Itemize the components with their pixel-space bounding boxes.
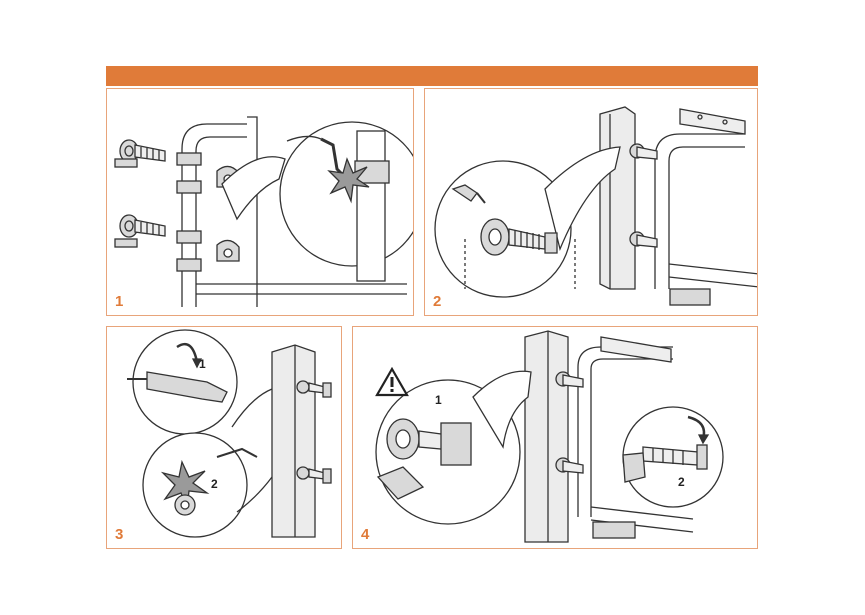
threaded-bolt [134, 144, 166, 162]
callout-3-2: 2 [211, 477, 218, 491]
step-panel-3: 1 2 3 [106, 326, 342, 549]
step-number-3: 3 [115, 526, 124, 543]
gate-frame-tube [181, 123, 247, 307]
callout-4-2: 2 [678, 475, 685, 489]
step-2-illustration [434, 106, 757, 306]
step-number-4: 4 [361, 526, 370, 543]
rotation-arrow-icon [176, 342, 199, 363]
wrench-icon [376, 466, 425, 500]
wrench-icon [622, 452, 646, 483]
step-4-illustration [375, 330, 724, 543]
step-3-illustration [127, 329, 332, 538]
step-number-2: 2 [433, 293, 442, 310]
step-1-illustration [114, 116, 413, 307]
callout-4-1: 1 [435, 393, 442, 407]
callout-3-1: 1 [199, 357, 206, 371]
drill-icon [146, 371, 228, 403]
gate-post [524, 330, 569, 543]
warning-triangle-icon [375, 367, 409, 397]
detail-callout [279, 121, 413, 267]
step-panel-1: 1 [106, 88, 414, 316]
gate-post [599, 106, 636, 290]
step-panel-4: 1 2 4 [352, 326, 758, 549]
hinge-block [176, 152, 202, 166]
step-number-1: 1 [115, 293, 124, 310]
weld-spark-icon [327, 157, 370, 204]
gate-post [271, 344, 316, 538]
step-panel-2: 2 [424, 88, 758, 316]
welding-torch-icon [216, 447, 258, 458]
header-bar [106, 66, 758, 86]
